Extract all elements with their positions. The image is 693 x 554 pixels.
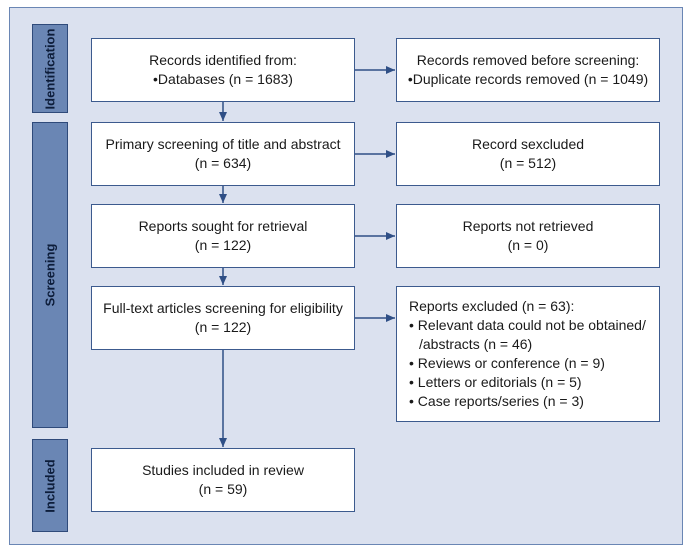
box-fulltext-screening-line2: (n = 122) bbox=[194, 319, 252, 335]
box-fulltext-screening-line1: Full-text articles screening for eligibi… bbox=[103, 300, 343, 316]
box-records-excluded-line1: Record sexcluded bbox=[471, 136, 585, 152]
excluded-reason-item: • Case reports/series (n = 3) bbox=[409, 393, 584, 409]
stage-screening: Screening bbox=[32, 122, 68, 428]
box-primary-screening-line2: (n = 634) bbox=[194, 155, 252, 171]
box-studies-included: Studies included in review (n = 59) bbox=[91, 448, 355, 512]
stage-included-label: Included bbox=[42, 458, 58, 513]
box-reports-not-retrieved: Reports not retrieved (n = 0) bbox=[396, 204, 660, 268]
excluded-reason-item: • Relevant data could not be obtained/ /… bbox=[409, 317, 646, 352]
box-studies-included-line1: Studies included in review bbox=[142, 462, 304, 478]
box-primary-screening: Primary screening of title and abstract … bbox=[91, 122, 355, 186]
box-studies-included-line2: (n = 59) bbox=[198, 481, 248, 497]
stage-included: Included bbox=[32, 439, 68, 532]
box-records-excluded: Record sexcluded (n = 512) bbox=[396, 122, 660, 186]
stage-identification: Identification bbox=[32, 24, 68, 113]
box-reports-excluded: Reports excluded (n = 63): • Relevant da… bbox=[396, 286, 660, 422]
box-records-removed: Records removed before screening: •Dupli… bbox=[396, 38, 660, 102]
box-reports-excluded-title: Reports excluded (n = 63): bbox=[409, 298, 575, 314]
stage-screening-label: Screening bbox=[42, 243, 58, 307]
box-records-identified: Records identified from: •Databases (n =… bbox=[91, 38, 355, 102]
box-primary-screening-line1: Primary screening of title and abstract bbox=[105, 136, 341, 152]
box-records-identified-line2: •Databases (n = 1683) bbox=[153, 71, 293, 87]
box-records-excluded-line2: (n = 512) bbox=[499, 155, 557, 171]
box-records-removed-line1: Records removed before screening: bbox=[416, 52, 640, 68]
box-reports-sought: Reports sought for retrieval (n = 122) bbox=[91, 204, 355, 268]
box-reports-not-retrieved-line2: (n = 0) bbox=[507, 237, 549, 253]
box-fulltext-screening: Full-text articles screening for eligibi… bbox=[91, 286, 355, 350]
box-reports-sought-line1: Reports sought for retrieval bbox=[138, 218, 308, 234]
box-records-identified-line1: Records identified from: bbox=[149, 52, 297, 68]
excluded-reason-item: • Reviews or conference (n = 9) bbox=[409, 355, 605, 371]
stage-identification-label: Identification bbox=[42, 28, 58, 109]
excluded-reason-item: • Letters or editorials (n = 5) bbox=[409, 374, 582, 390]
box-reports-sought-line2: (n = 122) bbox=[194, 237, 252, 253]
box-records-removed-line2: •Duplicate records removed (n = 1049) bbox=[407, 71, 649, 87]
box-reports-not-retrieved-line1: Reports not retrieved bbox=[462, 218, 594, 234]
